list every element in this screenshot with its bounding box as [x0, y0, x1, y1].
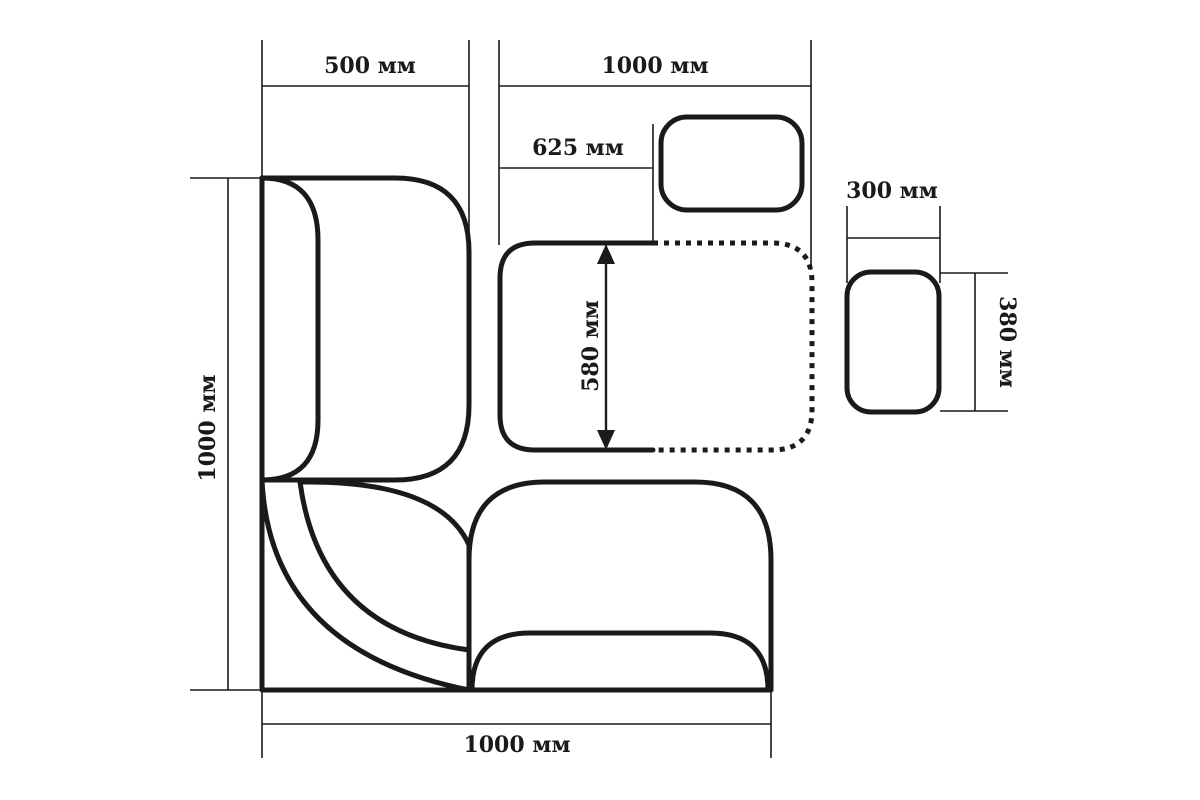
dimension-label-stool-depth: 380 мм: [994, 296, 1020, 388]
left-back-cushion: [259, 175, 472, 483]
dimension-stool-width: 300 мм: [846, 178, 941, 283]
corner-cushion-top: [297, 479, 472, 548]
dimension-label-seat-height: 580 мм: [578, 300, 604, 392]
right-back-cushion: [466, 479, 774, 693]
dimension-bottom-width: 1000 мм: [261, 690, 772, 758]
seat-cushion: [497, 240, 815, 453]
dimension-stool-depth: 380 мм: [940, 272, 1020, 412]
dimension-label-stool-width: 300 мм: [846, 178, 938, 204]
dimension-left-height: 1000 мм: [190, 177, 262, 691]
corner-sofa: [259, 175, 774, 693]
dimension-label-top-left: 500 мм: [324, 53, 416, 79]
sofa-base-frame: [259, 175, 774, 693]
stool-cushion-top: [658, 114, 805, 213]
dimension-top-left: 500 мм: [261, 40, 470, 240]
dimension-label-left-height: 1000 мм: [195, 374, 221, 481]
dimension-seat-depth: 625 мм: [499, 124, 654, 243]
right-seat-roll: [469, 630, 771, 693]
stool-cushion-side: [844, 269, 942, 415]
dimension-label-top-right: 1000 мм: [601, 53, 708, 79]
dimension-label-seat-depth: 625 мм: [532, 135, 624, 161]
dimension-top-right: 1000 мм: [498, 40, 812, 270]
dimension-label-bottom-width: 1000 мм: [463, 732, 570, 758]
left-armrest: [259, 175, 321, 483]
corner-cushion-inner: [297, 479, 472, 653]
corner-cushion-outer: [259, 477, 472, 693]
dimension-seat-height: 580 мм: [578, 244, 615, 450]
